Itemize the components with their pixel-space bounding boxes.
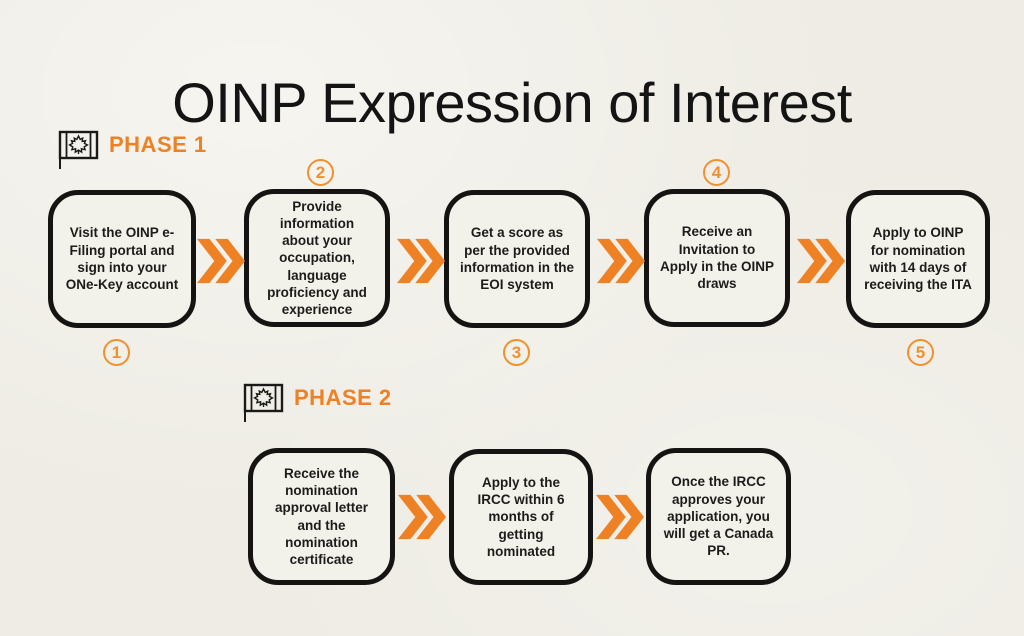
step-number-badge: 1 [103,339,130,366]
step-number-badge: 3 [503,339,530,366]
phase2-step-1-text: Receive the nomination approval letter a… [274,465,369,568]
phase1-step-1-text: Visit the OINP e-Filing portal and sign … [65,225,179,293]
phase2-step-2-text: Apply to the IRCC within 6 months of get… [477,474,565,559]
phase1-header: PHASE 1 [55,124,207,175]
step-number-badge: 5 [907,339,934,366]
arrow-chevron-icon [797,236,845,291]
phase1-step-3-text: Get a score as per the provided informat… [460,225,574,293]
phase2-label: PHASE 2 [294,385,392,410]
arrow-chevron-icon [398,492,446,547]
phase1-step-4-text: Receive an Invitation to Apply in the OI… [660,224,775,292]
canada-flag-icon [240,377,286,428]
phase2-step-2-box: Apply to the IRCC within 6 months of get… [449,449,593,585]
phase2-step-3-box: Once the IRCC approves your application,… [646,448,791,585]
phase2-header: PHASE 2 [240,377,392,428]
phase1-step-5-box: Apply to OINP for nomination with 14 day… [846,190,990,328]
arrow-chevron-icon [197,236,245,291]
arrow-chevron-icon [597,236,645,291]
phase1-label: PHASE 1 [109,132,207,157]
phase1-step-2-text: Provide information about your occupatio… [267,198,367,318]
arrow-chevron-icon [397,236,445,291]
step-number-badge: 4 [703,159,730,186]
phase1-step-5-text: Apply to OINP for nomination with 14 day… [864,225,972,293]
phase1-step-1-box: Visit the OINP e-Filing portal and sign … [48,190,196,328]
phase1-step-2-box: Provide information about your occupatio… [244,189,390,327]
phase1-step-3-box: Get a score as per the provided informat… [444,190,590,328]
arrow-chevron-icon [596,492,644,547]
phase1-step-4-box: Receive an Invitation to Apply in the OI… [644,189,790,327]
canada-flag-icon [55,124,101,175]
page-title: OINP Expression of Interest [172,70,852,134]
phase2-step-1-box: Receive the nomination approval letter a… [248,448,395,585]
step-number-badge: 2 [307,159,334,186]
phase2-step-3-text: Once the IRCC approves your application,… [663,474,774,559]
